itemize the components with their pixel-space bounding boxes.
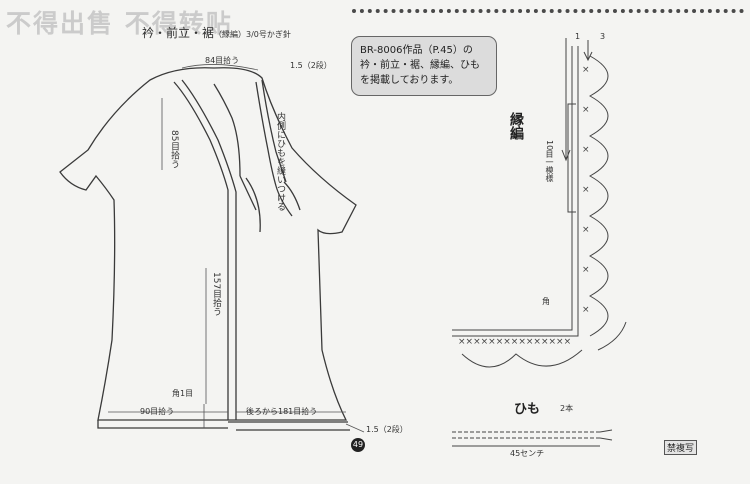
svg-text:×: × [582, 305, 590, 315]
svg-text:×: × [582, 265, 590, 275]
note-box: BR-8006作品（P.45）の 衿・前立・裾、縁編、ひも を掲載しております。 [351, 36, 497, 96]
svg-text:×: × [582, 65, 590, 75]
neck-pickup-label: 84目拾う [205, 56, 240, 65]
note-line-1: BR-8006作品（P.45）の [360, 45, 473, 56]
cord-length: 45センチ [510, 449, 545, 458]
hem-pickup-label: 90目拾う [140, 407, 175, 416]
section-title: 衿・前立・裾（縁編）3/0号かぎ針 [142, 24, 291, 41]
copy-prohibited-stamp: 禁複写 [664, 440, 698, 455]
edging-title: 縁編 [508, 112, 524, 140]
repeat-label: 10目一模様 [545, 140, 554, 183]
title-sub: （縁編）3/0号かぎ針 [214, 30, 291, 39]
note-line-2: 衿・前立・裾、縁編、ひも [360, 60, 480, 71]
edging-stitch-marks: × × × × × × × ××××××××××××××× [458, 65, 590, 347]
row-number-1: 1 [575, 32, 581, 41]
top-dotted-border [352, 9, 744, 13]
cord-count: 2本 [560, 404, 574, 413]
svg-text:×: × [582, 225, 590, 235]
page-number: 49 [351, 438, 365, 452]
svg-text:×××××××××××××××: ××××××××××××××× [458, 337, 571, 347]
note-line-3: を掲載しております。 [360, 75, 459, 86]
cord-chart [452, 429, 613, 447]
svg-text:×: × [582, 145, 590, 155]
row-number-3: 3 [600, 32, 606, 41]
garment-outline [59, 67, 357, 431]
corner-label: 角1目 [172, 389, 194, 398]
back-pickup-label: 後ろから181目拾う [246, 407, 318, 416]
dimension-lines [108, 64, 365, 433]
svg-text:×: × [582, 185, 590, 195]
left-pickup-label: 85目拾う [169, 130, 179, 169]
cord-title: ひも [514, 402, 541, 417]
tie-note-label: 内側にひもを縫いつける [275, 112, 285, 211]
front-pickup-label: 157目拾う [211, 272, 221, 317]
svg-text:×: × [582, 105, 590, 115]
watermark: 不得出售 不得转贴 [6, 9, 233, 38]
rows-top-label: 1.5（2段） [290, 61, 332, 70]
edging-chart [452, 38, 627, 368]
corner-edging-label: 角 [542, 297, 550, 306]
title-main: 衿・前立・裾 [142, 26, 215, 40]
rows-bottom-label: 1.5（2段） [366, 425, 408, 434]
